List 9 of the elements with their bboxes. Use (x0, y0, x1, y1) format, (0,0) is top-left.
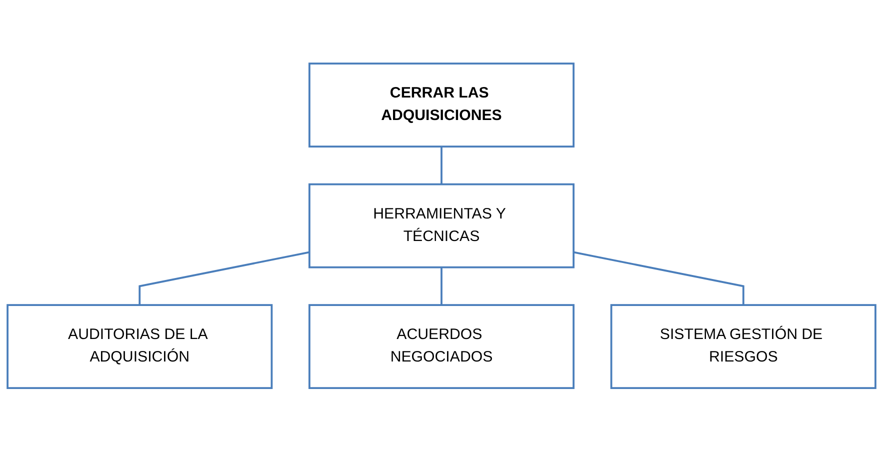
node-box: ACUERDOS NEGOCIADOS (308, 304, 575, 389)
node-box: SISTEMA GESTIÓN DE RIESGOS (610, 304, 876, 389)
connector (440, 146, 442, 184)
connector (573, 250, 744, 305)
connector (138, 250, 310, 305)
connector (440, 267, 442, 305)
node-box: AUDITORIAS DE LA ADQUISICIÓN (6, 304, 273, 389)
node-box: HERRAMIENTAS Y TÉCNICAS (308, 183, 575, 268)
node-box: CERRAR LAS ADQUISICIONES (308, 62, 575, 148)
